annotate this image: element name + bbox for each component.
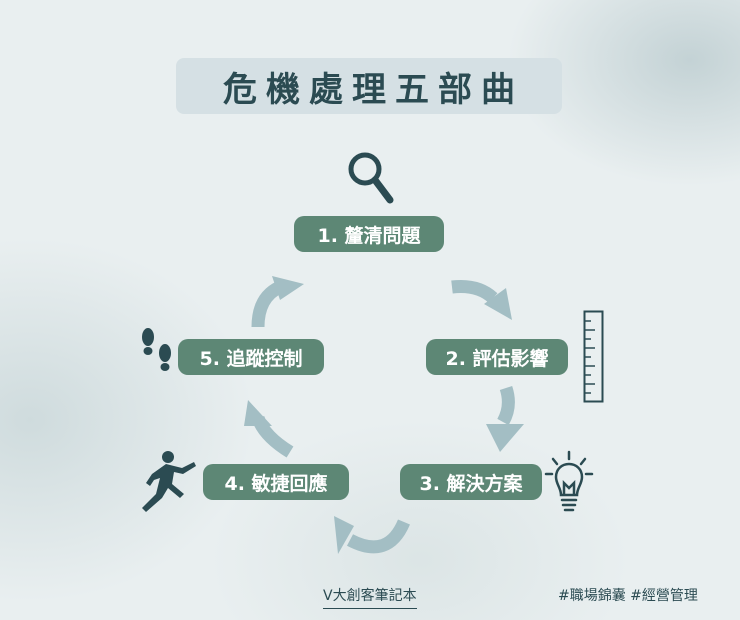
arrow-5-to-1: [251, 281, 284, 328]
footprints-icon: [142, 328, 171, 371]
arrow-1-to-2: [451, 280, 498, 303]
arrow-head-5-to-1: [272, 276, 304, 300]
title-banner: 危機處理五部曲: [176, 58, 562, 114]
step-5-pill: 5. 追蹤控制: [178, 339, 324, 375]
lightbulb-icon: [544, 450, 594, 512]
brand-label: V大創客筆記本: [323, 585, 417, 609]
magnifier-icon: [348, 152, 394, 204]
step-3-pill: 3. 解決方案: [400, 464, 542, 500]
page-title: 危機處理五部曲: [223, 69, 524, 110]
step-2-label: 2. 評估影響: [445, 347, 549, 370]
step-5-label: 5. 追蹤控制: [199, 347, 303, 370]
step-4-pill: 4. 敏捷回應: [203, 464, 349, 500]
arrow-3-to-4: [346, 519, 410, 554]
step-4-label: 4. 敏捷回應: [224, 472, 328, 495]
arrow-head-3-to-4: [334, 516, 354, 554]
arrow-head-1-to-2: [484, 288, 512, 320]
step-3-label: 3. 解決方案: [419, 472, 523, 495]
arrow-head-2-to-3: [486, 424, 524, 452]
ruler-icon: [583, 310, 604, 403]
runner-icon: [142, 451, 196, 512]
hashtags: #職場錦囊 #經營管理: [558, 588, 698, 604]
step-1-pill: 1. 釐清問題: [294, 216, 444, 252]
step-1-label: 1. 釐清問題: [317, 224, 421, 247]
arrow-head-4-to-5: [244, 400, 272, 426]
step-2-pill: 2. 評估影響: [426, 339, 568, 375]
arrow-2-to-3: [497, 385, 515, 426]
